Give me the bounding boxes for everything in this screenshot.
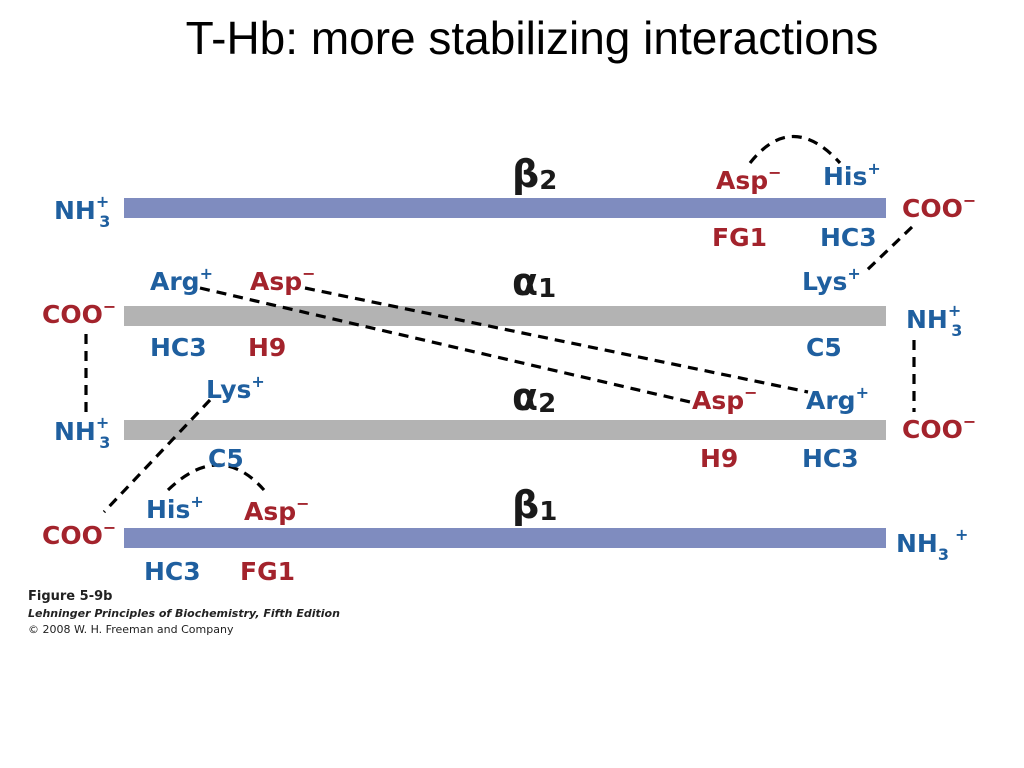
book-title: Lehninger Principles of Biochemistry, Fi… [28, 607, 340, 620]
figure-number: Figure 5-9b [28, 589, 113, 604]
beta2-label: β2 [512, 152, 557, 196]
alpha2-n-terminus: NH+3 [54, 413, 110, 452]
b1-asp-residue: Asp− [244, 494, 310, 526]
alpha1-c-terminus: COO− [42, 297, 116, 329]
alpha1-label: α1 [512, 260, 556, 304]
a2-lys-residue: Lys+ [206, 372, 265, 404]
beta2-n-terminus: NH+3 [54, 192, 110, 231]
a2-hc3-position: HC3 [802, 444, 859, 473]
a2-arg-residue: Arg+ [806, 383, 869, 415]
slide-title: T-Hb: more stabilizing interactions [185, 12, 879, 64]
b2-asp-residue: Asp− [716, 163, 782, 195]
a2-asp-residue: Asp− [692, 383, 758, 415]
a1-c5-position: C5 [806, 333, 842, 362]
figure-caption: Figure 5-9b Lehninger Principles of Bioc… [28, 588, 340, 638]
a2-h9-position: H9 [700, 444, 738, 473]
b2-his-residue: His+ [823, 159, 881, 191]
bond-b1-his-asp [166, 463, 266, 492]
beta1-chain-bar [124, 528, 886, 548]
bond-b2-coo-a1-lys [863, 225, 914, 274]
beta1-label: β1 [512, 483, 557, 527]
a2-c5-position: C5 [208, 444, 244, 473]
a1-hc3-position: HC3 [150, 333, 207, 362]
beta2-chain-bar [124, 198, 886, 218]
copyright-notice: © 2008 W. H. Freeman and Company [28, 623, 234, 636]
alpha2-chain-bar [124, 420, 886, 440]
salt-bridge-lines [84, 134, 916, 514]
b1-fg1-position: FG1 [240, 557, 295, 586]
beta1-n-terminus: NH3+ [896, 525, 968, 564]
alpha2-label: α2 [512, 375, 556, 419]
b2-fg1-position: FG1 [712, 223, 767, 252]
beta2-c-terminus: COO− [902, 191, 976, 223]
bond-b2-asp-his [748, 134, 842, 165]
alpha2-c-terminus: COO− [902, 412, 976, 444]
a1-lys-residue: Lys+ [802, 264, 861, 296]
a1-asp-residue: Asp− [250, 264, 316, 296]
alpha1-chain-bar [124, 306, 886, 326]
a1-arg-residue: Arg+ [150, 264, 213, 296]
bond-a2-lys-b1-coo [102, 398, 212, 514]
beta1-c-terminus: COO− [42, 518, 116, 550]
bond-a1-asp-a2-arg [304, 286, 809, 394]
b1-hc3-position: HC3 [144, 557, 201, 586]
b1-his-residue: His+ [146, 492, 204, 524]
a1-h9-position: H9 [248, 333, 286, 362]
alpha1-n-terminus: NH+3 [906, 301, 962, 340]
b2-hc3-position: HC3 [820, 223, 877, 252]
